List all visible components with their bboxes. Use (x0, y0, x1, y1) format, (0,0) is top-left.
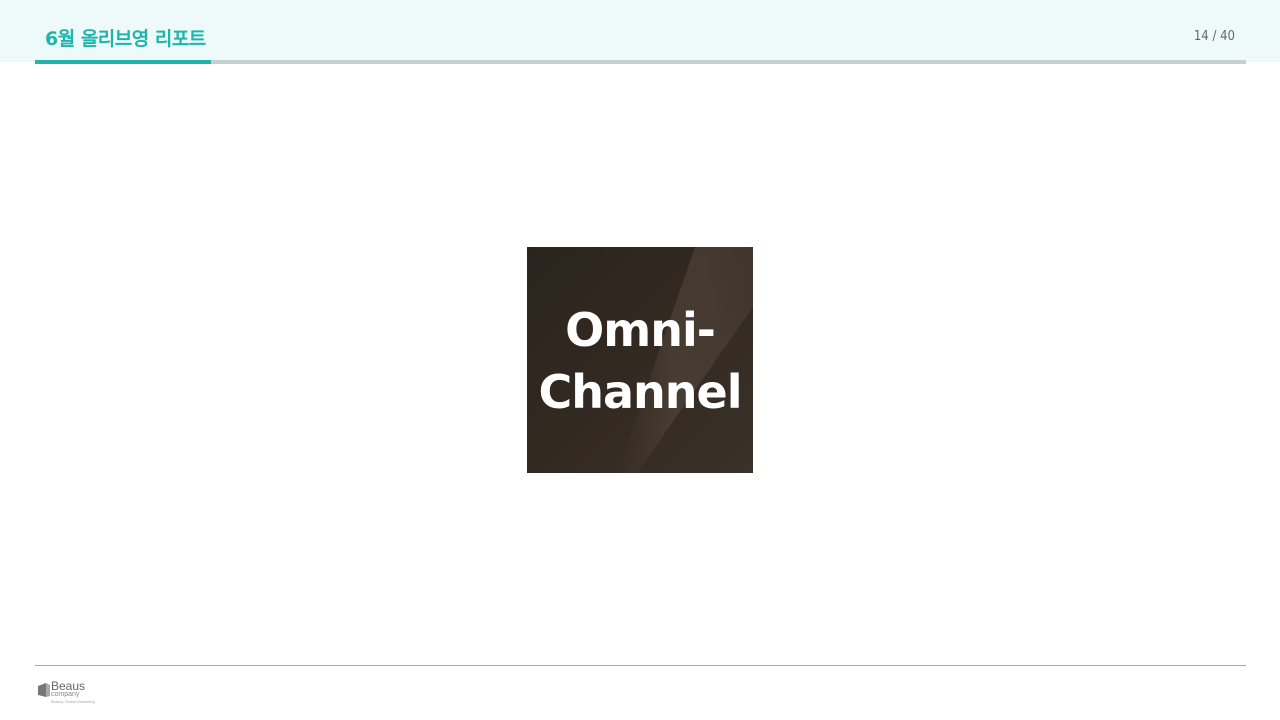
progress-track (35, 60, 1246, 64)
tile-sheen (617, 247, 753, 473)
company-logo: Beaus company Beauty Global Marketing (38, 680, 98, 708)
document-title: 6월 올리브영 리포트 (45, 28, 206, 50)
logo-mark-icon (38, 683, 50, 697)
logo-subword: company (51, 691, 80, 698)
tile-line-2: Channel (538, 365, 742, 419)
progress-fill (35, 60, 211, 64)
header-bar (0, 0, 1280, 62)
tile-heading: Omni- Channel (527, 299, 753, 423)
logo-tagline: Beauty Global Marketing (51, 699, 95, 704)
footer-divider (35, 665, 1246, 666)
tile-line-1: Omni- (565, 303, 716, 357)
omni-channel-tile: Omni- Channel (527, 247, 753, 473)
logo-word: Beaus (51, 679, 86, 693)
page-counter: 14 / 40 (1193, 29, 1235, 44)
